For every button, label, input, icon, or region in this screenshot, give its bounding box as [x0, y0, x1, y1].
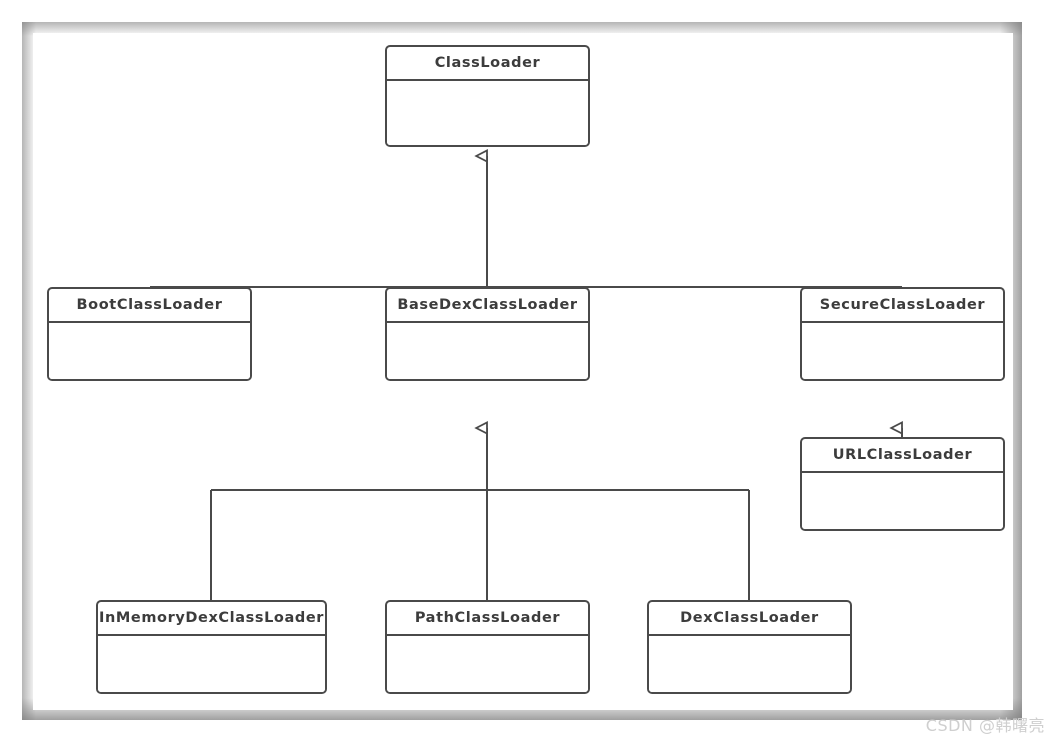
- class-box-urlclassloader[interactable]: URLClassLoader: [800, 437, 1005, 531]
- class-members-classloader: [387, 81, 588, 145]
- class-members-pathclassloader: [387, 636, 588, 692]
- class-members-secureclassloader: [802, 323, 1003, 379]
- class-name-urlclassloader: URLClassLoader: [802, 439, 1003, 473]
- class-name-inmemorydexclassloader: InMemoryDexClassLoader: [98, 602, 325, 636]
- class-members-dexclassloader: [649, 636, 850, 692]
- class-name-bootclassloader: BootClassLoader: [49, 289, 250, 323]
- class-members-inmemorydexclassloader: [98, 636, 325, 692]
- class-name-secureclassloader: SecureClassLoader: [802, 289, 1003, 323]
- class-box-inmemorydexclassloader[interactable]: InMemoryDexClassLoader: [96, 600, 327, 694]
- diagram-canvas: ClassLoader BootClassLoader BaseDexClass…: [33, 33, 1013, 710]
- class-box-classloader[interactable]: ClassLoader: [385, 45, 590, 147]
- class-name-classloader: ClassLoader: [387, 47, 588, 81]
- class-members-basedexclassloader: [387, 323, 588, 379]
- watermark-text: CSDN @韩曙亮: [925, 716, 1045, 735]
- class-box-dexclassloader[interactable]: DexClassLoader: [647, 600, 852, 694]
- class-name-dexclassloader: DexClassLoader: [649, 602, 850, 636]
- class-members-bootclassloader: [49, 323, 250, 379]
- class-members-urlclassloader: [802, 473, 1003, 529]
- class-name-pathclassloader: PathClassLoader: [387, 602, 588, 636]
- class-box-secureclassloader[interactable]: SecureClassLoader: [800, 287, 1005, 381]
- class-box-pathclassloader[interactable]: PathClassLoader: [385, 600, 590, 694]
- class-box-basedexclassloader[interactable]: BaseDexClassLoader: [385, 287, 590, 381]
- class-name-basedexclassloader: BaseDexClassLoader: [387, 289, 588, 323]
- class-box-bootclassloader[interactable]: BootClassLoader: [47, 287, 252, 381]
